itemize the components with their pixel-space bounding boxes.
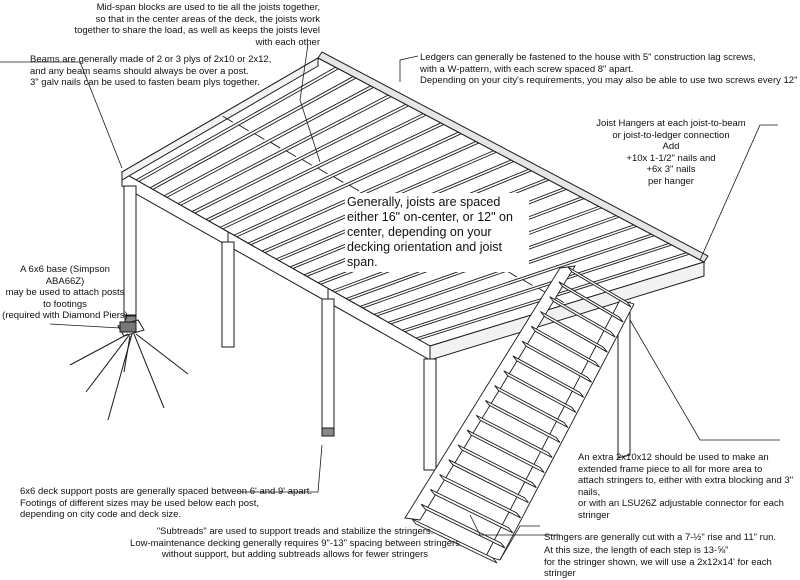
stair-tread [513, 356, 584, 397]
stair-tread [412, 519, 497, 563]
joist [402, 243, 669, 330]
joist [206, 114, 423, 220]
stair-tread [440, 475, 521, 518]
joist [234, 132, 458, 235]
post-base-note: A 6x6 base (Simpson ABA66Z) may be used … [2, 264, 128, 321]
stair-tread [550, 297, 616, 337]
post [424, 359, 436, 470]
stringer-cut-note: Stringers are generally cut with a 7-½" … [544, 532, 777, 543]
joist-spacing-note: Generally, joists are spaced either 16" … [345, 193, 529, 272]
stair-tread [531, 326, 599, 367]
post-base [321, 427, 335, 437]
joist-hangers-note: Joist Hangers at each joist-to-beam or j… [596, 118, 746, 187]
post [322, 299, 334, 430]
stair-tread [458, 445, 537, 488]
mid-span-block [223, 116, 233, 122]
midspan-blocks-note: Mid-span blocks are used to tie all the … [74, 2, 320, 48]
joist [178, 95, 388, 204]
stair-tread [476, 415, 552, 457]
joist [388, 234, 651, 322]
stair-tread [430, 489, 512, 533]
ledger-board [318, 52, 708, 262]
stairs [405, 266, 634, 563]
mid-span-block [318, 168, 328, 174]
left-stringer [405, 266, 575, 520]
joist [164, 86, 371, 196]
stair-tread [568, 267, 631, 307]
stringer-length-note: At this size, the length of each step is… [544, 545, 772, 579]
stair-tread [504, 371, 576, 413]
subtreads-note: "Subtreads" are used to support treads a… [130, 526, 460, 560]
left-rim-joist [122, 58, 318, 180]
mid-span-block [286, 151, 296, 157]
mid-span-block [333, 176, 343, 182]
right-rim-joist [430, 262, 704, 360]
ledgers-note: Ledgers can generally be fastened to the… [420, 52, 798, 86]
stair-treads [412, 267, 631, 563]
stair-tread [449, 460, 529, 503]
diamond-pier [70, 320, 188, 420]
stair-tread [540, 311, 607, 352]
extended-frame-note: An extra 2x10x12 should be used to make … [578, 452, 794, 521]
stair-tread [495, 386, 568, 428]
post [222, 242, 234, 347]
stair-tread [467, 430, 544, 473]
stair-tread [421, 504, 505, 548]
mid-span-block [270, 142, 280, 148]
mid-span-block [523, 280, 533, 286]
right-stringer [486, 300, 634, 560]
mid-span-block [239, 125, 249, 131]
mid-span-block [349, 185, 359, 191]
post [124, 186, 136, 315]
joist [150, 77, 353, 188]
stair-tread [485, 400, 560, 442]
joist [192, 104, 406, 211]
joist [220, 123, 441, 227]
leader-lines [0, 44, 780, 560]
joist [248, 141, 476, 243]
stair-tread [559, 282, 623, 322]
post-spacing-note: 6x6 deck support posts are generally spa… [20, 486, 312, 520]
mid-span-block [254, 133, 264, 139]
beams-note: Beams are generally made of 2 or 3 plys … [30, 54, 272, 88]
stair-tread [522, 341, 591, 382]
mid-span-block [302, 159, 312, 165]
